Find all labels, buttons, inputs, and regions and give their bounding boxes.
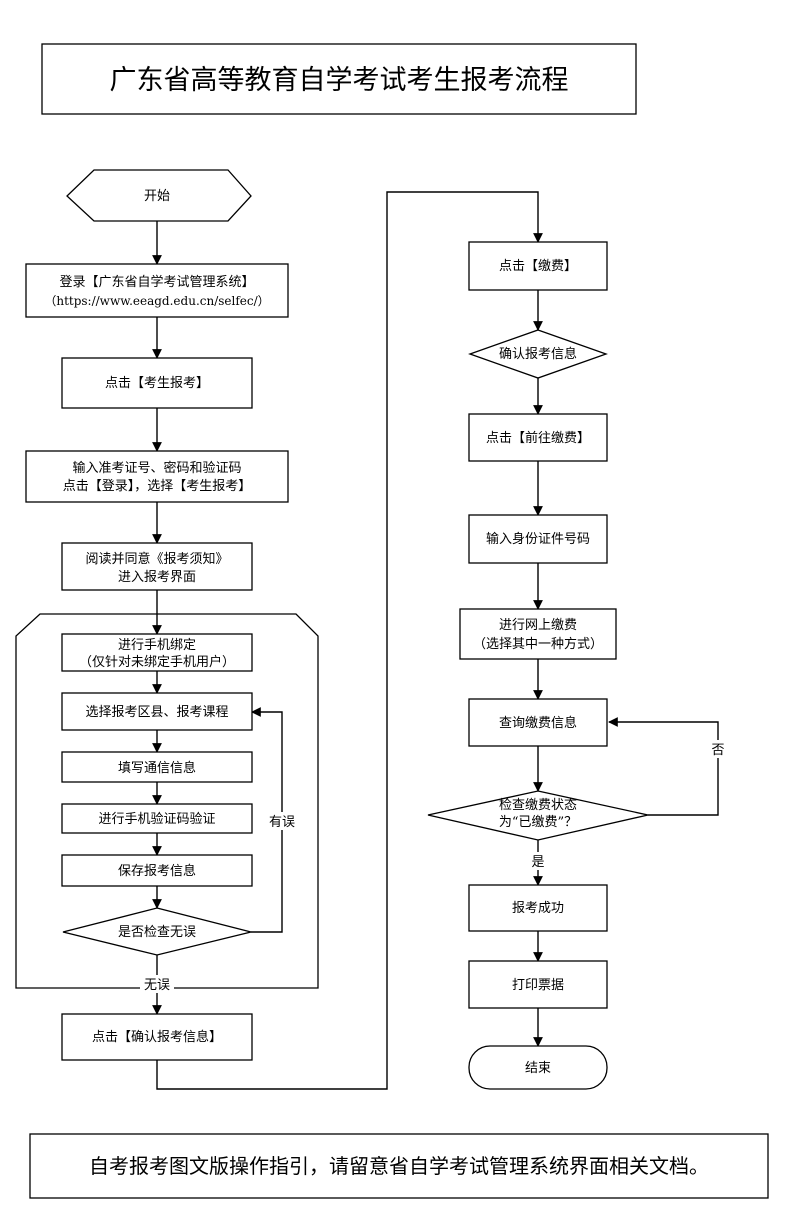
node-input-id-text: 输入身份证件号码 [486, 531, 590, 547]
node-save-info: 保存报考信息 [61, 854, 253, 887]
node-check-status: 检查缴费状态 为“已缴费”？ [427, 790, 649, 841]
footer-box: 自考报考图文版操作指引，请留意省自学考试管理系统界面相关文档。 [29, 1133, 769, 1199]
node-login: 登录【广东省自学考试管理系统】 （https://www.eeagd.edu.c… [25, 263, 289, 318]
node-phone-verify-text: 进行手机验证码验证 [98, 811, 215, 827]
node-end-text: 结束 [525, 1061, 551, 1076]
edge-label-no: 否 [711, 743, 724, 758]
node-select-course: 选择报考区县、报考课程 [61, 692, 253, 731]
node-bind-phone: 进行手机绑定 （仅针对未绑定手机用户） [61, 633, 253, 672]
node-start-text: 开始 [144, 189, 170, 204]
edge-label-yes-group: 是 [529, 852, 547, 870]
node-phone-verify: 进行手机验证码验证 [61, 803, 253, 834]
node-input-creds-text-2: 点击【登录】，选择【考生报考】 [63, 479, 252, 494]
node-check-ok: 是否检查无误 [62, 907, 252, 956]
node-confirm-check: 确认报考信息 [468, 329, 608, 379]
node-query-pay-text: 查询缴费信息 [499, 715, 577, 731]
node-online-pay-text-1: 进行网上缴费 [499, 618, 577, 633]
footer-note: 自考报考图文版操作指引，请留意省自学考试管理系统界面相关文档。 [89, 1154, 709, 1178]
node-bind-phone-text-1: 进行手机绑定 [118, 638, 196, 653]
node-select-course-text: 选择报考区县、报考课程 [85, 705, 228, 720]
node-fill-contact: 填写通信信息 [61, 751, 253, 783]
node-click-kaosheng-text: 点击【考生报考】 [105, 376, 209, 391]
edges [152, 191, 719, 1090]
node-login-url: （https://www.eeagd.edu.cn/selfec/） [44, 294, 269, 308]
title-box: 广东省高等教育自学考试考生报考流程 [41, 43, 637, 115]
node-click-pay: 点击【缴费】 [468, 241, 608, 291]
step-group-container [15, 613, 319, 989]
edge-label-error: 有误 [269, 815, 295, 830]
node-save-info-text: 保存报考信息 [118, 863, 196, 879]
node-read-agree-text-2: 进入报考界面 [118, 570, 196, 585]
node-check-status-text-1: 检查缴费状态 [499, 798, 577, 813]
node-click-kaosheng: 点击【考生报考】 [61, 357, 253, 409]
node-success-text: 报考成功 [512, 901, 564, 916]
node-confirm-info-text: 点击【确认报考信息】 [92, 1029, 222, 1045]
node-read-agree: 阅读并同意《报考须知》 进入报考界面 [61, 542, 253, 591]
node-bind-phone-text-2: （仅针对未绑定手机用户） [79, 654, 235, 670]
page-title: 广东省高等教育自学考试考生报考流程 [110, 65, 569, 96]
edge-label-error-group: 有误 [266, 812, 298, 830]
edge-label-yes: 是 [531, 855, 544, 870]
node-login-text-1: 登录【广东省自学考试管理系统】 [59, 274, 254, 290]
node-online-pay-text-2: （选择其中一种方式） [473, 636, 603, 652]
node-go-pay: 点击【前往缴费】 [468, 413, 608, 462]
node-input-creds-text-1: 输入准考证号、密码和验证码 [72, 460, 241, 476]
edge-label-no-error-group: 无误 [140, 975, 174, 993]
node-end: 结束 [468, 1045, 608, 1090]
node-print-text: 打印票据 [512, 978, 564, 993]
node-success: 报考成功 [468, 884, 608, 932]
node-read-agree-text-1: 阅读并同意《报考须知》 [85, 551, 228, 567]
node-confirm-info: 点击【确认报考信息】 [61, 1013, 253, 1061]
node-input-creds: 输入准考证号、密码和验证码 点击【登录】，选择【考生报考】 [25, 450, 289, 503]
edge-to-right-column [156, 191, 543, 1090]
edge-label-no-group: 否 [709, 740, 727, 758]
node-online-pay: 进行网上缴费 （选择其中一种方式） [459, 608, 617, 660]
edge-label-no-error: 无误 [144, 978, 170, 993]
node-fill-contact-text: 填写通信信息 [118, 760, 196, 776]
node-input-id: 输入身份证件号码 [468, 514, 608, 564]
node-confirm-check-text: 确认报考信息 [499, 346, 577, 362]
node-go-pay-text: 点击【前往缴费】 [486, 430, 590, 446]
node-query-pay: 查询缴费信息 [468, 698, 608, 747]
node-check-status-text-2: 为“已缴费”？ [499, 815, 577, 830]
edge-status-loop [608, 717, 719, 816]
node-check-ok-text: 是否检查无误 [118, 925, 196, 940]
node-start: 开始 [66, 169, 252, 222]
node-click-pay-text: 点击【缴费】 [499, 259, 577, 274]
node-print: 打印票据 [468, 960, 608, 1009]
